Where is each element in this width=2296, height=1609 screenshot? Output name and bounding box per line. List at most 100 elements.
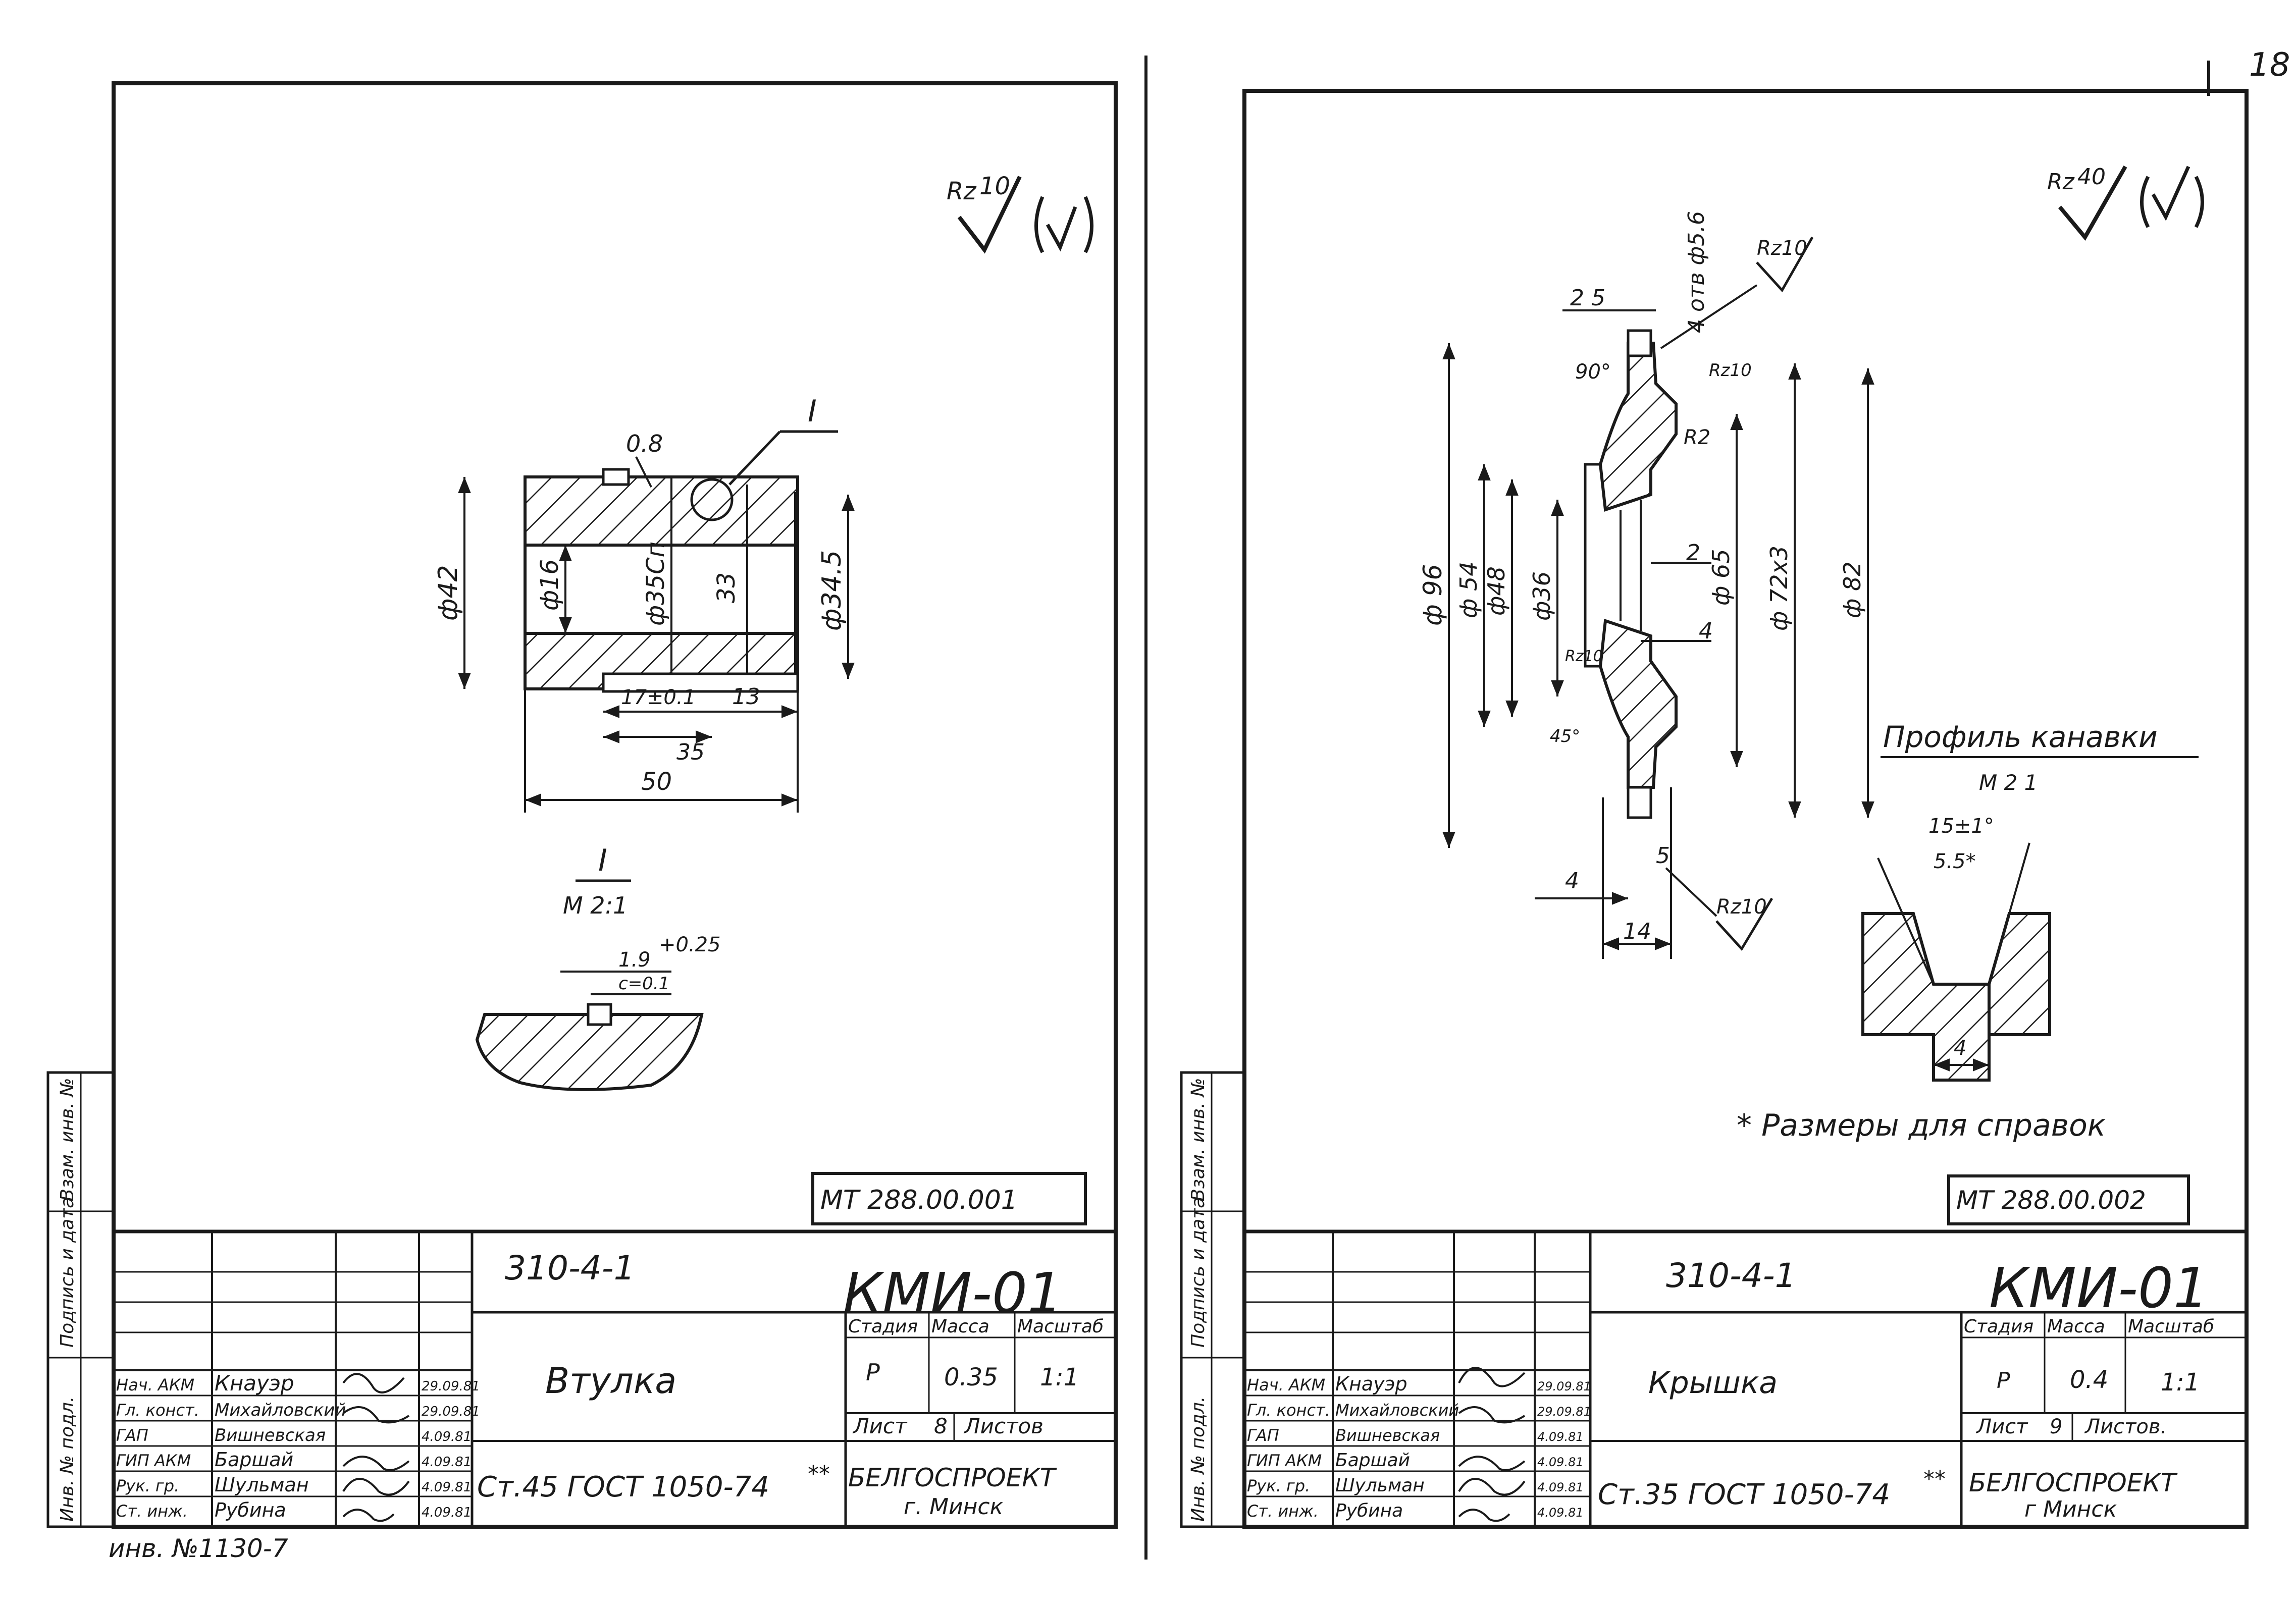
dim-holes: 4 отв ф5.6	[1684, 211, 1709, 333]
svg-text:Ст. инж.: Ст. инж.	[116, 1501, 188, 1521]
svg-text:4.09.81: 4.09.81	[1537, 1480, 1584, 1494]
svg-text:Кнауэр: Кнауэр	[1335, 1373, 1407, 1395]
left-staff-row-2: ГАП Вишневская 4.09.81	[116, 1425, 472, 1445]
right-staff-row-0: Нач. АКМ Кнауэр 29.09.81	[1247, 1373, 1591, 1395]
svg-text:Rz10: Rz10	[1565, 648, 1603, 665]
dim-d36: ф36	[1528, 571, 1555, 621]
dim-d65: ф 65	[1707, 549, 1735, 606]
svg-text:40: 40	[2077, 164, 2106, 190]
right-project-code: 310-4-1	[1666, 1256, 1796, 1295]
svg-text:1:1: 1:1	[1040, 1363, 1079, 1391]
svg-text:Масса: Масса	[2047, 1316, 2105, 1337]
svg-text:4.09.81: 4.09.81	[1537, 1430, 1584, 1444]
svg-text:29.09.81: 29.09.81	[1537, 1405, 1591, 1419]
svg-text:5.5*: 5.5*	[1934, 850, 1976, 873]
svg-text:**: **	[1923, 1466, 1946, 1492]
svg-text:9: 9	[2050, 1415, 2062, 1438]
left-side-strip: Взам. инв. № Подпись и дата Инв. № подл.	[46, 1071, 115, 1528]
dim-d96: ф 96	[1418, 564, 1447, 626]
svg-text:БЕЛГОСПРОЕКТ: БЕЛГОСПРОЕКТ	[1969, 1468, 2178, 1497]
left-surface-mark: Rz 10	[947, 172, 1093, 254]
svg-text:10: 10	[979, 172, 1010, 200]
svg-text:2: 2	[1686, 540, 1700, 566]
svg-text:ГИП АКМ: ГИП АКМ	[116, 1451, 191, 1470]
left-part-name: Втулка	[545, 1360, 676, 1402]
dim-d48: ф48	[1483, 566, 1510, 616]
svg-text:4.09.81: 4.09.81	[422, 1429, 472, 1444]
svg-text:Стадия: Стадия	[1964, 1316, 2033, 1337]
svg-text:Р: Р	[1997, 1368, 2010, 1393]
svg-text:15±1°: 15±1°	[1928, 815, 1994, 838]
left-staff-row-3: ГИП АКМ Баршай 4.09.81	[116, 1449, 472, 1471]
dim-d82: ф 82	[1839, 562, 1866, 618]
left-staff-row-4: Рук. гр. Шульман 4.09.81	[116, 1474, 472, 1496]
svg-text:Масштаб: Масштаб	[1017, 1316, 1104, 1337]
detail-ref-i: I	[808, 394, 817, 429]
right-designation: МТ 288.00.002	[1956, 1186, 2146, 1215]
svg-text:14: 14	[1623, 919, 1651, 944]
right-title-block: Нач. АКМ Кнауэр 29.09.81 Гл. конст. Миха…	[1242, 1229, 2249, 1529]
svg-text:Листов.: Листов.	[2084, 1415, 2167, 1438]
svg-text:М 2:1: М 2:1	[563, 892, 628, 919]
bushing-dimensions: ф42 ф16 ф35Сп 33 ф34.5 0.8 I 17±0.1 13 3…	[433, 394, 855, 813]
svg-text:45°: 45°	[1550, 726, 1580, 746]
svg-text:Гл. конст.: Гл. конст.	[1247, 1401, 1330, 1420]
dim-d35: ф35Сп	[642, 542, 670, 626]
right-staff-row-3: ГИП АКМ Баршай 4.09.81	[1247, 1450, 1584, 1471]
svg-text:**: **	[808, 1461, 830, 1487]
svg-text:+0.25: +0.25	[659, 933, 721, 956]
left-material: Ст.45 ГОСТ 1050-74	[477, 1471, 769, 1504]
svg-text:Подпись и дата: Подпись и дата	[1188, 1197, 1209, 1348]
svg-text:Листов: Листов	[963, 1414, 1043, 1438]
svg-text:Рубина: Рубина	[215, 1499, 286, 1521]
right-surface-mark: Rz 40	[2047, 164, 2204, 241]
right-staff-row-2: ГАП Вишневская 4.09.81	[1247, 1426, 1584, 1445]
inventory-number: инв. №1130-7	[109, 1534, 288, 1563]
svg-text:Rz10: Rz10	[1716, 895, 1767, 919]
right-material: Ст.35 ГОСТ 1050-74	[1598, 1478, 1890, 1511]
bushing-section	[524, 468, 799, 693]
svg-text:90°: 90°	[1575, 360, 1611, 384]
svg-text:29.09.81: 29.09.81	[422, 1379, 480, 1394]
cover-section	[1584, 329, 1678, 819]
left-title-block: Нач. АКМ Кнауэр 29.09.81 Гл. конст. Миха…	[112, 1229, 1118, 1529]
svg-text:Рук. гр.: Рук. гр.	[116, 1476, 179, 1495]
svg-text:Кнауэр: Кнауэр	[215, 1371, 294, 1396]
svg-text:4: 4	[1565, 868, 1579, 894]
dim-d34-5: ф34.5	[817, 550, 847, 631]
svg-text:0.35: 0.35	[944, 1363, 998, 1391]
right-staff-row-4: Рук. гр. Шульман 4.09.81	[1247, 1475, 1584, 1496]
cover-dimensions: 4 отв ф5.6 Rz10 2 5 90° Rz10 R2 ф 96 ф 5…	[1418, 211, 1874, 959]
svg-text:5: 5	[1656, 843, 1670, 869]
svg-text:М 2 1: М 2 1	[1979, 770, 2038, 795]
svg-text:4.09.81: 4.09.81	[422, 1455, 472, 1470]
svg-text:Михайловский: Михайловский	[215, 1400, 346, 1420]
svg-text:ГАП: ГАП	[116, 1426, 148, 1445]
left-designation: МТ 288.00.001	[820, 1185, 1018, 1215]
groove-profile: Профиль канавки М 2 1 15±1° 5.5* 4	[1861, 720, 2199, 1082]
svg-text:Шульман: Шульман	[215, 1474, 309, 1496]
svg-text:Rz: Rz	[2047, 169, 2075, 195]
svg-text:Инв. № подл.: Инв. № подл.	[57, 1397, 78, 1522]
dim-d42: ф42	[433, 565, 463, 621]
left-project-code: 310-4-1	[505, 1249, 635, 1288]
dim-d16: ф16	[536, 559, 564, 611]
svg-text:Гл. конст.: Гл. конст.	[116, 1401, 199, 1420]
dim-35: 35	[676, 739, 705, 765]
svg-text:Михайловский: Михайловский	[1335, 1401, 1459, 1420]
svg-text:г Минск: г Минск	[2024, 1496, 2117, 1522]
right-side-strip: Взам. инв. № Подпись и дата Инв. № подл.	[1180, 1071, 1246, 1528]
svg-text:Подпись и дата: Подпись и дата	[57, 1197, 78, 1348]
svg-text:4.09.81: 4.09.81	[422, 1505, 472, 1520]
svg-text:4.09.81: 4.09.81	[1537, 1506, 1584, 1520]
right-staff-row-5: Ст. инж. Рубина 4.09.81	[1247, 1500, 1584, 1521]
svg-text:ГИП АКМ: ГИП АКМ	[1247, 1451, 1322, 1470]
left-staff-row-0: Нач. АКМ Кнауэр 29.09.81	[116, 1371, 480, 1396]
svg-text:Рубина: Рубина	[1335, 1500, 1403, 1521]
dim-chamfer: 0.8	[626, 430, 663, 457]
profile-title: Профиль канавки	[1883, 720, 2158, 754]
svg-text:1:1: 1:1	[2161, 1368, 2200, 1397]
svg-text:Р: Р	[866, 1359, 880, 1386]
svg-text:8: 8	[934, 1414, 948, 1438]
svg-text:4.09.81: 4.09.81	[422, 1480, 472, 1495]
